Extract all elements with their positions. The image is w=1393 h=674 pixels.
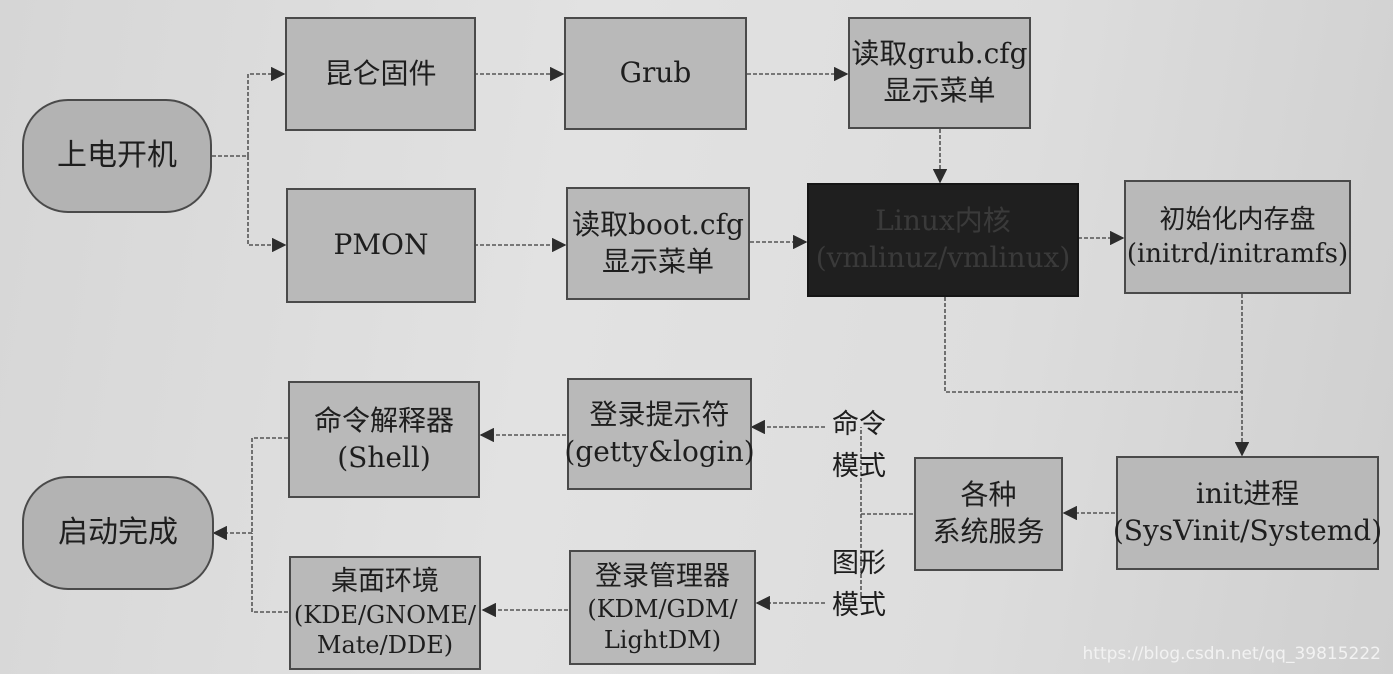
shell-line2: (Shell) [337, 440, 431, 474]
system-services-line2: 系统服务 [932, 515, 1045, 548]
init-process-line1: init进程 [1195, 477, 1300, 511]
command-mode-line1: 命令 [832, 409, 886, 440]
linux-kernel-node: Linux内核 (vmlinuz/vmlinux) [807, 183, 1079, 297]
pmon-label: PMON [333, 228, 429, 262]
line-desktop-to-complete [251, 533, 288, 613]
desktop-line2: (KDE/GNOME/ [293, 600, 477, 629]
read-grub-cfg-line1: 读取grub.cfg [851, 37, 1028, 71]
line-kernel-down [944, 297, 1243, 393]
login-manager-node: 登录管理器 (KDM/GDM/ LightDM) [569, 550, 756, 665]
initrd-node: 初始化内存盘 (initrd/initramfs) [1124, 180, 1351, 294]
boot-complete-label: 启动完成 [58, 515, 178, 551]
grub-node: Grub [564, 17, 747, 130]
read-grub-cfg-line2: 显示菜单 [883, 74, 996, 107]
read-boot-cfg-line2: 显示菜单 [601, 244, 714, 278]
command-mode-label: 命令 模式 [826, 404, 892, 488]
login-manager-line2: (KDM/GDM/ [587, 595, 738, 624]
command-mode-line2: 模式 [832, 450, 886, 482]
read-boot-cfg-node: 读取boot.cfg 显示菜单 [566, 187, 750, 300]
init-process-line2: (SysVinit/Systemd) [1112, 514, 1383, 547]
system-services-node: 各种 系统服务 [914, 457, 1063, 571]
login-manager-line1: 登录管理器 [595, 560, 730, 592]
desktop-node: 桌面环境 (KDE/GNOME/ Mate/DDE) [289, 556, 481, 670]
desktop-line1: 桌面环境 [330, 566, 439, 597]
read-grub-cfg-node: 读取grub.cfg 显示菜单 [848, 17, 1031, 129]
arrow-power-to-pmon [247, 156, 287, 253]
kunlun-firmware-label: 昆仑固件 [324, 56, 437, 90]
power-on-label: 上电开机 [57, 138, 177, 174]
init-process-node: init进程 (SysVinit/Systemd) [1112, 456, 1383, 570]
power-on-node: 上电开机 [22, 99, 212, 213]
watermark: https://blog.csdn.net/qq_39815222 [1082, 644, 1381, 664]
pmon-node: PMON [286, 188, 476, 303]
linux-kernel-line2: (vmlinuz/vmlinux) [815, 241, 1071, 274]
boot-complete-node: 启动完成 [22, 476, 214, 590]
graphical-mode-line1: 图形 [832, 548, 886, 579]
kunlun-firmware-node: 昆仑固件 [285, 17, 476, 131]
getty-login-line1: 登录提示符 [589, 398, 730, 432]
login-manager-line3: LightDM) [603, 625, 722, 654]
read-boot-cfg-line1: 读取boot.cfg [572, 207, 744, 241]
arrow-power-to-kunlun [212, 66, 286, 157]
graphical-mode-line2: 模式 [832, 589, 886, 621]
desktop-line3: Mate/DDE) [316, 631, 454, 660]
shell-node: 命令解释器 (Shell) [288, 381, 480, 498]
line-shell-to-complete [251, 437, 288, 533]
getty-login-node: 登录提示符 (getty&login) [564, 378, 755, 490]
shell-line1: 命令解释器 [313, 403, 454, 437]
graphical-mode-label: 图形 模式 [826, 543, 892, 627]
initrd-line1: 初始化内存盘 [1159, 204, 1316, 235]
grub-label: Grub [619, 56, 692, 90]
initrd-line2: (initrd/initramfs) [1126, 239, 1349, 269]
linux-kernel-line1: Linux内核 [875, 204, 1011, 238]
system-services-line1: 各种 [960, 478, 1017, 512]
getty-login-line2: (getty&login) [564, 435, 755, 468]
